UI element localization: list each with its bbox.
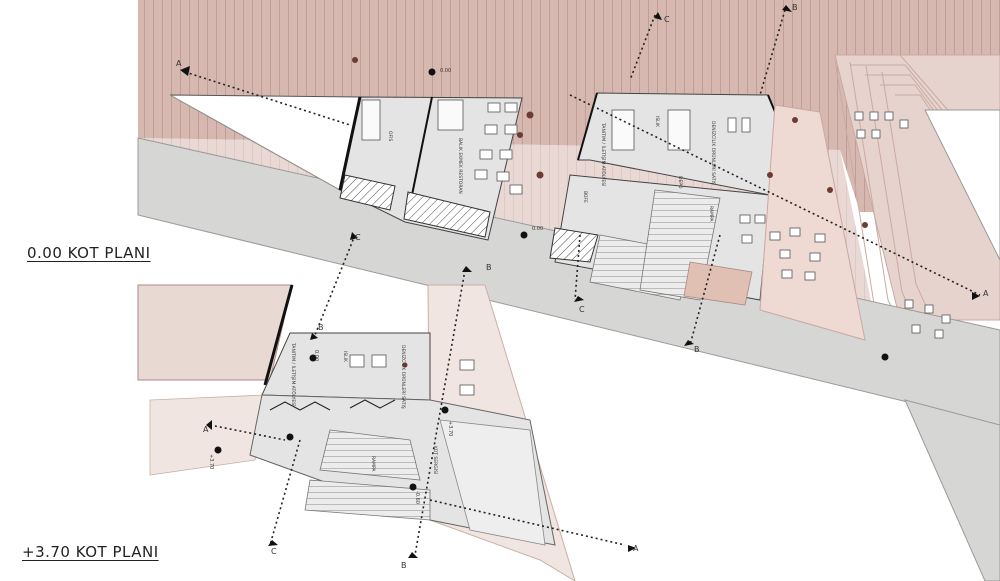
room-islik: ISLIK xyxy=(654,116,660,128)
section-label-b-4: B xyxy=(318,323,324,332)
level-label-4: +3.70 xyxy=(447,421,453,436)
section-label-a-3: A xyxy=(203,425,209,434)
section-label-c-3: C xyxy=(579,305,585,314)
section-label-b-2: B xyxy=(486,263,492,272)
ground-floor-title: 0.00 KOT PLANI xyxy=(27,244,151,262)
room-kot: KOT SERGİSİ xyxy=(432,446,439,474)
level-label-2: 0.00 xyxy=(532,226,543,232)
room-rampe-2: RAMPA xyxy=(370,456,376,472)
section-label-c-1: C xyxy=(664,15,670,24)
section-label-a-4: A xyxy=(633,544,639,553)
room-ofis: OFİS xyxy=(387,131,394,141)
section-lines xyxy=(184,9,981,556)
upper-floor-title: +3.70 KOT PLANI xyxy=(22,543,159,561)
room-tanitim-2: TANITIM / İLETİŞİM ATÖLYESİ xyxy=(290,342,297,406)
section-label-b-5: B xyxy=(401,561,407,570)
building-right xyxy=(549,92,866,341)
section-label-c-4: C xyxy=(271,547,277,556)
room-islik-2: ISLIK xyxy=(342,351,348,363)
level-label-3: 0.00 xyxy=(313,350,319,361)
section-label-b-3: B xyxy=(694,345,700,354)
road-band xyxy=(137,137,1000,581)
room-deniz: DENİZCİLİK ÜRÜNLERİ SATIŞ xyxy=(710,121,717,185)
room-bufe: BÜFE xyxy=(582,191,589,203)
room-rampe-1: RAMPA xyxy=(708,206,714,222)
level-label-5: +3.70 xyxy=(208,454,214,469)
room-depo: DEPO xyxy=(677,176,683,189)
room-tanitim: TANITIM / İLETİŞİM ATÖLYESİ xyxy=(600,122,607,186)
building-left xyxy=(169,94,523,241)
chevron-ramp xyxy=(834,54,1000,561)
section-label-b-1: B xyxy=(792,3,798,12)
section-label-a-2: A xyxy=(983,289,989,298)
upper-floor xyxy=(137,284,576,581)
room-deniz-2: DENİZCİLİK ÜRÜNLERİ SATIŞ xyxy=(400,345,407,409)
section-label-a-1: A xyxy=(176,59,182,68)
level-markers xyxy=(214,68,889,491)
tree-markers xyxy=(352,57,868,368)
level-label-1: 0.00 xyxy=(440,68,451,74)
section-label-c-2: C xyxy=(355,233,361,242)
furniture xyxy=(349,102,951,396)
section-markers xyxy=(180,5,980,558)
room-restoran: BALIK EKMEK RESTORAN xyxy=(457,138,463,194)
level-label-6: -0.60 xyxy=(414,491,420,504)
